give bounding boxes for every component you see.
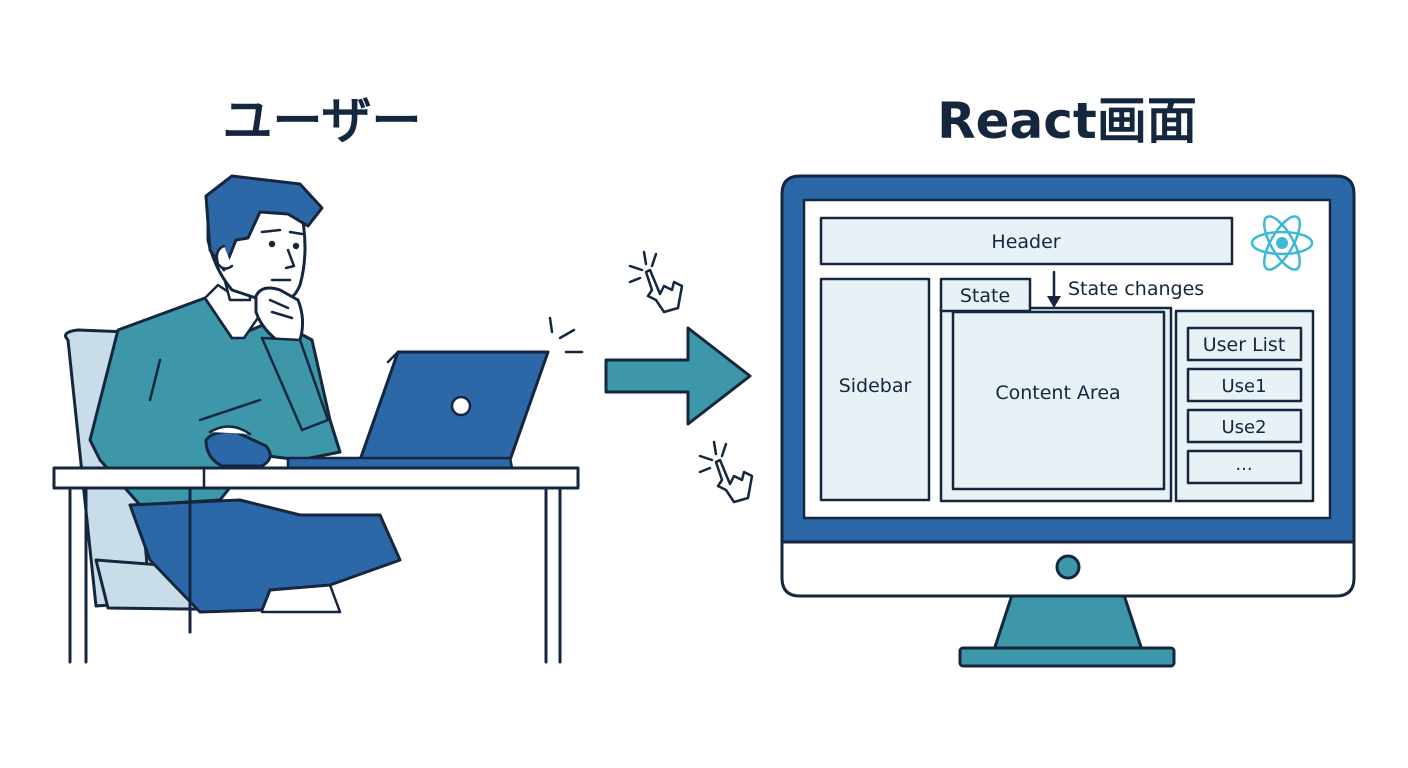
state-change-indicator: State changes [1047, 270, 1204, 308]
laptop-icon [286, 316, 584, 470]
sidebar-label: Sidebar [839, 375, 912, 397]
user-list-panel: User List Use1 Use2 ... [1174, 309, 1315, 503]
list-item [1186, 326, 1303, 362]
right-arrow-icon [604, 326, 752, 426]
react-logo-icon [1250, 215, 1314, 271]
pointer-hand-icon [698, 440, 754, 504]
content-area-label: Content Area [995, 382, 1120, 404]
state-tab-label: State [960, 285, 1010, 307]
user-illustration [64, 174, 402, 634]
header-label: Header [991, 231, 1060, 253]
content-area: Content Area [951, 310, 1166, 491]
list-item-label: User List [1203, 334, 1286, 356]
list-item [1186, 449, 1303, 485]
header-bar: Header [819, 216, 1234, 266]
sidebar-panel: Sidebar [819, 277, 931, 502]
list-item [1186, 367, 1303, 403]
pointer-hand-icon [628, 250, 684, 314]
list-item [1186, 408, 1303, 444]
react-screen-heading: React画面 [937, 92, 1197, 150]
list-item-label: ... [1235, 454, 1252, 475]
list-item-label: Use1 [1221, 376, 1266, 397]
state-changes-label: State changes [1068, 278, 1204, 300]
user-heading: ユーザー [223, 92, 422, 150]
desk [52, 466, 580, 664]
state-tab: State [939, 277, 1032, 313]
list-item-label: Use2 [1221, 417, 1266, 438]
